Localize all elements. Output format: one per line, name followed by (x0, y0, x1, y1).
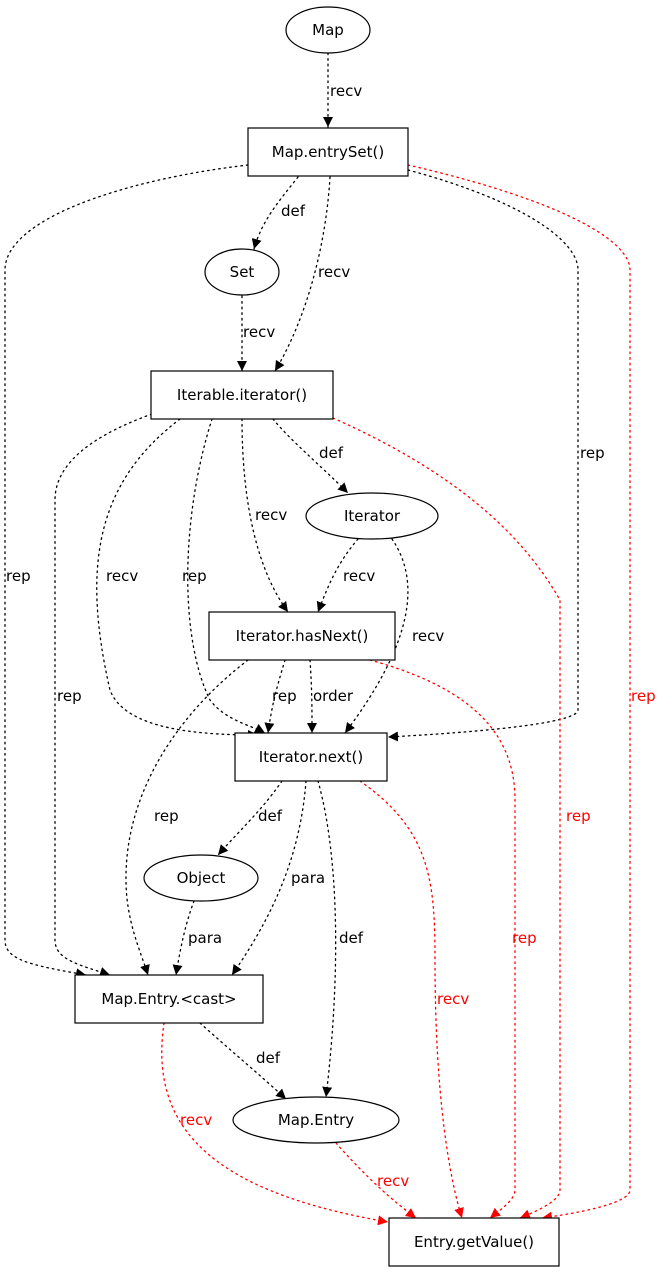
edge-iterable-iterator-to-map-entry-cast-rep-label: rep (57, 687, 82, 705)
node-iterator-next-box (234, 732, 388, 782)
edge-map-entryset-to-entry-getvalue-rep (407, 164, 631, 1222)
node-iterator-ellipse (305, 492, 439, 540)
edge-iterator-to-iterator-hasnext-recv-label: recv (343, 567, 375, 585)
edge-map-entry-cast-to-entry-getvalue-recv-label: recv (180, 1111, 212, 1129)
edge-map-entryset-to-set-def-label: def (281, 202, 306, 220)
edge-object-to-map-entry-cast-para (172, 900, 195, 976)
edge-map-entry-cast-to-map-entry-def-label: def (256, 1049, 281, 1067)
node-set-ellipse (204, 248, 280, 296)
edge-iterator-next-to-map-entry-cast-para-label: para (291, 869, 325, 887)
edge-iterator-next-to-map-entry-cast-para (231, 780, 307, 976)
edge-iterator-hasnext-to-entry-getvalue-rep (369, 659, 516, 1219)
edge-iterable-iterator-to-entry-getvalue-rep (332, 417, 561, 1219)
edge-iterator-next-to-map-entry-def (317, 780, 337, 1098)
edge-map-entry-cast-to-map-entry-def (199, 1022, 287, 1100)
edge-map-entryset-to-iterator-next-rep (387, 169, 579, 742)
edge-iterable-iterator-to-iterator-next-rep-label: rep (182, 567, 207, 585)
node-iterator-label: Iterator (344, 507, 401, 525)
node-map-entry: Map.Entry (232, 1096, 400, 1144)
node-set-label: Set (230, 263, 255, 281)
node-object: Object (143, 854, 259, 902)
edge-iterable-iterator-to-iterator-hasnext-recv (241, 418, 289, 613)
edge-iterator-hasnext-to-iterator-next-order (306, 659, 317, 734)
node-iterator-next: Iterator.next() (234, 732, 388, 782)
node-map-label: Map (312, 21, 344, 39)
edge-iterator-to-iterator-hasnext-recv (316, 538, 359, 613)
edge-iterator-next-to-map-entry-def-label: def (339, 929, 364, 947)
edge-iterator-to-iterator-next-recv (344, 538, 409, 734)
node-map-entry-cast-box (74, 974, 264, 1024)
edge-set-to-iterable-iterator-recv-label: recv (243, 323, 275, 341)
edge-iterator-next-to-entry-getvalue-recv-label: recv (437, 990, 469, 1008)
edge-iterable-iterator-to-iterator-hasnext-recv-label: recv (255, 506, 287, 524)
edge-iterable-iterator-to-entry-getvalue-rep-label: rep (566, 807, 591, 825)
node-entry-getvalue-box (388, 1217, 560, 1267)
node-iterable-iterator-box (150, 370, 334, 420)
node-map-entryset: Map.entrySet() (247, 127, 409, 177)
edge-map-entry-to-entry-getvalue-recv-label: recv (377, 1172, 409, 1190)
node-map-entry-cast-label: Map.Entry.<cast> (101, 990, 236, 1008)
edge-labels-layer: recv def recv recv rep rep rep def recv recv rep re… (6, 82, 656, 1190)
node-map: Map (285, 6, 371, 54)
edge-iterator-hasnext-to-iterator-next-rep-label: rep (272, 687, 297, 705)
edge-iterable-iterator-to-iterator-next-recv-label: recv (106, 567, 138, 585)
edges-layer (4, 52, 631, 1226)
edge-iterator-hasnext-to-map-entry-cast-rep-label: rep (154, 807, 179, 825)
edge-iterator-hasnext-to-entry-getvalue-rep-label: rep (512, 929, 537, 947)
edge-map-entryset-to-map-entry-cast-rep (4, 164, 249, 979)
node-map-ellipse (285, 6, 371, 54)
node-object-ellipse (143, 854, 259, 902)
node-entry-getvalue: Entry.getValue() (388, 1217, 560, 1267)
edge-map-entryset-to-iterable-iterator-recv (274, 176, 331, 372)
edge-iterator-hasnext-to-iterator-next-order-label: order (313, 687, 354, 705)
node-iterator: Iterator (305, 492, 439, 540)
node-map-entry-ellipse (232, 1096, 400, 1144)
edge-map-entry-cast-to-entry-getvalue-recv (161, 1022, 389, 1226)
node-map-entry-cast: Map.Entry.<cast> (74, 974, 264, 1024)
edge-object-to-map-entry-cast-para-label: para (188, 929, 222, 947)
node-entry-getvalue-label: Entry.getValue() (414, 1233, 534, 1251)
node-iterator-next-label: Iterator.next() (259, 748, 363, 766)
node-iterable-iterator: Iterable.iterator() (150, 370, 334, 420)
edge-iterable-iterator-to-iterator-def-label: def (319, 444, 344, 462)
edge-iterable-iterator-to-iterator-next-rep (187, 418, 266, 734)
edge-map-entryset-to-iterator-next-rep-label: rep (580, 444, 605, 462)
edge-map-entry-to-entry-getvalue-recv (335, 1142, 417, 1219)
node-iterator-hasnext-label: Iterator.hasNext() (236, 627, 369, 645)
node-set: Set (204, 248, 280, 296)
node-iterator-hasnext: Iterator.hasNext() (208, 611, 396, 661)
node-map-entry-label: Map.Entry (278, 1111, 354, 1129)
edge-map-entryset-to-iterable-iterator-recv-label: recv (318, 263, 350, 281)
edge-map-entryset-to-map-entry-cast-rep-label: rep (6, 567, 31, 585)
edge-iterable-iterator-to-map-entry-cast-rep (54, 413, 153, 977)
edge-map-entryset-to-entry-getvalue-rep-label: rep (631, 687, 656, 705)
node-map-entryset-label: Map.entrySet() (272, 143, 384, 161)
node-iterable-iterator-label: Iterable.iterator() (177, 386, 307, 404)
node-iterator-hasnext-box (208, 611, 396, 661)
edge-map-to-map-entryset-recv-label: recv (330, 82, 362, 100)
edge-iterator-next-to-object-def-label: def (258, 807, 283, 825)
node-object-label: Object (177, 869, 226, 887)
edge-iterator-hasnext-to-map-entry-cast-rep (125, 659, 249, 976)
node-map-entryset-box (247, 127, 409, 177)
edge-iterator-to-iterator-next-recv-label: recv (412, 627, 444, 645)
edge-iterator-hasnext-to-iterator-next-rep (264, 659, 286, 734)
